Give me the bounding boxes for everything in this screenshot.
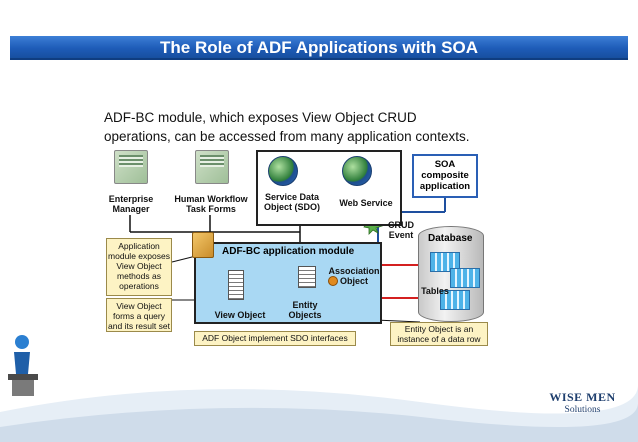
table-icon-3 — [440, 290, 470, 310]
soa-composite-box: SOA composite application — [412, 154, 478, 198]
enterprise-manager-label: Enterprise Manager — [108, 194, 154, 214]
company-logo: WISE MEN Solutions — [535, 390, 630, 434]
table-icon-2 — [450, 268, 480, 288]
intro-line-2: operations, can be accessed from many ap… — [104, 129, 470, 144]
person-podium-icon — [8, 335, 38, 396]
workflow-forms-icon — [195, 150, 229, 184]
logo-name: WISE MEN — [549, 390, 616, 404]
crud-event-label: CRUD Event — [388, 220, 414, 240]
entity-objects-label: Entity Objects — [288, 300, 322, 320]
callout-view-object: View Object forms a query and its result… — [106, 298, 172, 332]
entity-object-icon — [298, 266, 316, 288]
callout-application-module: Application module exposes View Object m… — [106, 238, 172, 296]
callout-sdo-interfaces: ADF Object implement SDO interfaces — [194, 331, 356, 346]
table-icon-1 — [430, 252, 460, 272]
web-service-label: Web Service — [339, 198, 393, 208]
web-service-globe-icon — [342, 156, 372, 186]
callout-entity-object: Entity Object is an instance of a data r… — [390, 322, 488, 346]
sdo-globe-icon — [268, 156, 298, 186]
association-object-icon — [328, 276, 338, 286]
slate-wave-decoration — [0, 384, 638, 442]
logo-sub: Solutions — [564, 405, 601, 415]
association-object-label: Association Object — [328, 266, 380, 286]
slide-title: The Role of ADF Applications with SOA — [10, 36, 628, 60]
database-label: Database — [428, 233, 473, 244]
view-object-icon — [228, 270, 244, 300]
module-title: ADF-BC application module — [222, 246, 355, 257]
view-object-label: View Object — [214, 310, 266, 320]
adf-bc-module-box: ADF-BC application module — [194, 242, 382, 324]
sdo-label: Service Data Object (SDO) — [263, 192, 320, 212]
intro-text: ADF-BC module, which exposes View Object… — [104, 108, 524, 146]
package-icon — [192, 232, 214, 258]
tables-label: Tables — [421, 286, 449, 296]
intro-line-1: ADF-BC module, which exposes View Object… — [104, 110, 417, 125]
enterprise-manager-icon — [114, 150, 148, 184]
workflow-forms-label: Human Workflow Task Forms — [174, 194, 248, 214]
